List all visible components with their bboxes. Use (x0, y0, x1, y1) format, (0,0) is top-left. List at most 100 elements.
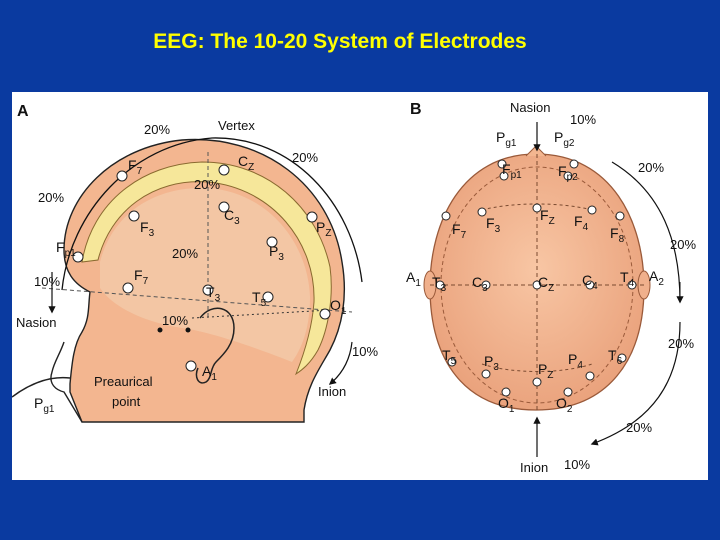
electrode-b-c3 (481, 280, 491, 290)
electrode-b-cz (532, 280, 542, 290)
pct-a-8: 10% (352, 344, 378, 359)
label-b-a2: A2 (649, 268, 664, 288)
vertex-label: Vertex (218, 118, 255, 133)
preaurical-dot-1 (185, 327, 191, 333)
label-b-t3: T3 (432, 274, 447, 294)
label-b-fz: FZ (540, 207, 555, 227)
panel-a-label: A (17, 103, 29, 120)
label-a-cz: CZ (238, 153, 254, 173)
label-a-p3: P3 (269, 243, 284, 263)
label-a-t5: T5 (252, 289, 267, 309)
electrode-a-t5 (262, 291, 274, 303)
electrode-b-fp2 (563, 171, 573, 181)
electrode-b-f8 (615, 211, 625, 221)
pct-b-5: 20% (626, 420, 652, 435)
electrode-a-pz (306, 211, 318, 223)
label-b-f8: F8 (610, 225, 625, 245)
label-b-f3: F3 (486, 215, 501, 235)
label-b-pz: PZ (538, 361, 553, 381)
electrode-a-fp1 (72, 251, 84, 263)
arc-right-top (611, 161, 684, 304)
label-b-c4: C4 (582, 272, 598, 292)
label-b-a1: A1 (406, 269, 421, 289)
label-a-o1: O1 (330, 297, 347, 317)
pct-a-2: 20% (292, 150, 318, 165)
electrode-b-fz (532, 203, 542, 213)
pct-a-1: 20% (144, 122, 170, 137)
label-b-f4: F4 (574, 213, 589, 233)
electrode-b-o2 (563, 387, 573, 397)
electrode-b-pg1 (497, 159, 507, 169)
ear-inion-line (191, 309, 331, 319)
electrode-b-t3 (435, 280, 445, 290)
electrode-b-f7 (441, 211, 451, 221)
label-a-fp1: Fp1 (56, 239, 76, 259)
pct-b-4: 20% (668, 336, 694, 351)
electrode-a-c3 (218, 201, 230, 213)
panel-a: A F7 F3 (11, 103, 378, 423)
label-b-c3: C3 (472, 274, 488, 294)
nasion-label-a: Nasion (16, 315, 56, 330)
electrode-b-t5 (447, 357, 457, 367)
figure-svg: A F7 F3 (11, 100, 696, 475)
label-b-t6: T6 (608, 347, 623, 367)
electrode-a-f7 (116, 170, 128, 182)
pct-b-3: 20% (670, 237, 696, 252)
label-a-a1: A1 (202, 363, 217, 383)
electrode-b-p3 (481, 369, 491, 379)
face-profile (50, 341, 83, 423)
pct-b-6: 10% (564, 457, 590, 472)
label-b-p4: P4 (568, 351, 583, 371)
label-b-pg1: Pg1 (496, 129, 517, 149)
label-a-c3: C3 (224, 207, 240, 227)
electrode-a-cz (218, 164, 230, 176)
measurement-arc-a (61, 137, 363, 291)
parietal-arc (481, 363, 593, 372)
electrode-figure: A F7 F3 (11, 92, 708, 480)
nasion-label-b: Nasion (510, 100, 550, 115)
inion-label-b: Inion (520, 460, 548, 475)
pct-b-1: 10% (570, 112, 596, 127)
brain-area (100, 187, 310, 362)
electrode-a-a1 (185, 360, 197, 372)
electrode-a-f3 (128, 210, 140, 222)
label-b-o2: O2 (556, 395, 573, 415)
pct-b-2: 20% (638, 160, 664, 175)
label-b-pg2: Pg2 (554, 129, 575, 149)
label-a-pz: PZ (316, 219, 331, 239)
electrode-b-p4 (585, 371, 595, 381)
ear (195, 307, 235, 384)
label-a-f7b: F7 (134, 267, 149, 287)
label-b-f7: F7 (452, 221, 467, 241)
label-b-p3: P3 (484, 353, 499, 373)
label-b-t4: T4 (620, 269, 635, 289)
pct-a-6: 10% (34, 274, 60, 289)
panel-b: B (406, 100, 696, 475)
preaurical-dot-2 (157, 327, 163, 333)
preaurical-label: Preaurical (94, 374, 153, 389)
slide-title: EEG: The 10-20 System of Electrodes (153, 30, 527, 53)
pct-a-7: 10% (162, 313, 188, 328)
label-b-t5: T5 (442, 347, 457, 367)
electrode-a-t3 (202, 284, 214, 296)
arc-right-bottom (590, 321, 681, 446)
inion-label-a: Inion (318, 384, 346, 399)
pct-a-3: 20% (194, 177, 220, 192)
pct-a-4: 20% (38, 190, 64, 205)
electrode-b-c4 (585, 280, 595, 290)
jaw-line (11, 376, 71, 398)
nose (525, 145, 547, 157)
label-b-o1: O1 (498, 395, 515, 415)
label-b-fp1: Fp1 (502, 161, 522, 181)
electrode-a-f7b (122, 282, 134, 294)
point-label: point (112, 394, 141, 409)
pct-a-5: 20% (172, 246, 198, 261)
inion-arrow-arc (328, 341, 353, 385)
label-b-fp2: Fp2 (558, 163, 578, 183)
electrode-b-pz (532, 377, 542, 387)
electrode-b-t6 (617, 353, 627, 363)
panel-b-label: B (410, 101, 422, 118)
electrode-b-pg2 (569, 159, 579, 169)
label-a-f7: F7 (128, 157, 143, 177)
label-a-f3: F3 (140, 219, 155, 239)
